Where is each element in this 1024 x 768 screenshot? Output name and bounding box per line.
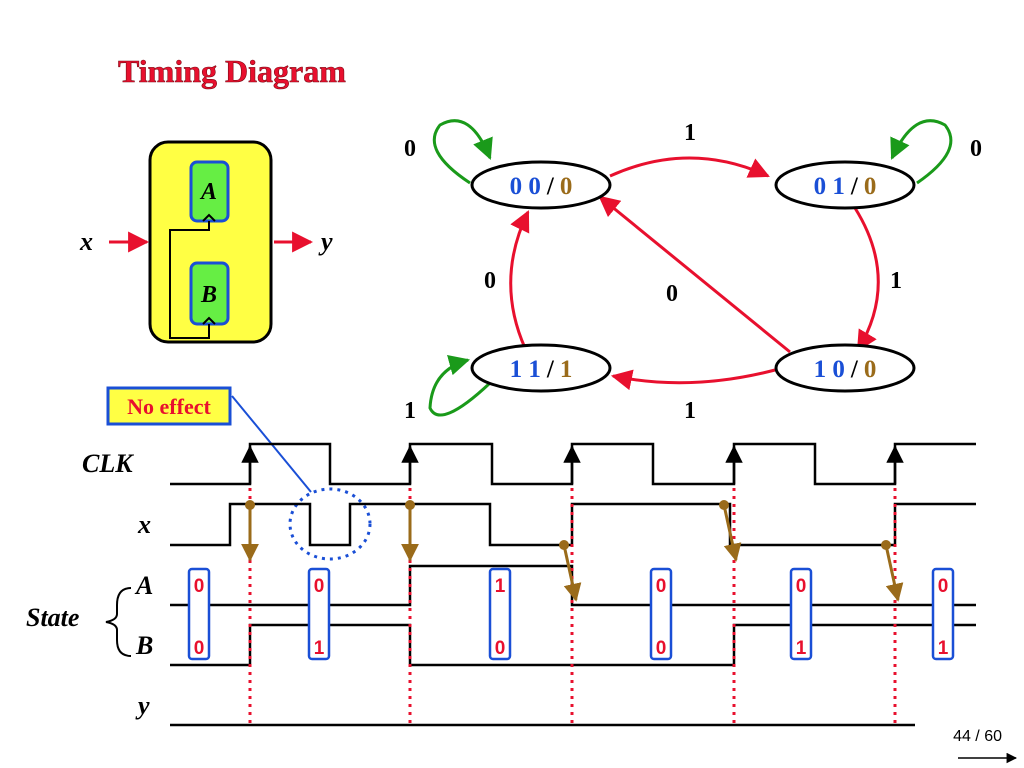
clock-triangle-a xyxy=(202,213,216,222)
page-title: Timing Diagram xyxy=(118,53,346,89)
svg-text:1 1/1: 1 1/1 xyxy=(510,356,573,383)
circuit-box xyxy=(148,140,273,344)
svg-text:0 0/0: 0 0/0 xyxy=(510,173,573,200)
sample-box-2 xyxy=(307,567,331,661)
sample-box-3 xyxy=(488,567,512,661)
sample-b-value-4: 0 xyxy=(656,638,667,659)
sample-box-6 xyxy=(931,567,955,661)
state-01-bits: 0 1 xyxy=(814,173,845,200)
transition-11-00 xyxy=(509,210,530,349)
transition-label-10-11: 1 xyxy=(684,398,696,424)
state-01: 0 1/0 xyxy=(774,160,916,210)
sample-box-1 xyxy=(187,567,211,661)
sample-a-value-4: 0 xyxy=(656,576,667,597)
sample-a-value-3: 1 xyxy=(495,576,506,597)
transition-label-01-01: 0 xyxy=(970,136,982,162)
callout-text: No effect xyxy=(127,394,211,419)
state-11-output: 1 xyxy=(560,356,573,383)
state-group-label: State xyxy=(26,603,79,632)
sample-b-value-3: 0 xyxy=(495,638,506,659)
transition-10-00 xyxy=(598,195,791,354)
clk-label: CLK xyxy=(82,449,134,478)
a-waveform xyxy=(170,564,976,607)
self-loop-11 xyxy=(428,354,492,417)
glitch-circle xyxy=(288,487,372,561)
a-signal-label: A xyxy=(134,571,153,600)
sample-box-5 xyxy=(789,567,813,661)
transition-label-00-01: 1 xyxy=(684,120,696,146)
sample-b-value-2: 1 xyxy=(314,638,325,659)
flipflop-a-label: A xyxy=(199,179,217,205)
transition-label-10-00: 0 xyxy=(666,281,678,307)
state-00-sep: / xyxy=(546,173,555,200)
state-00: 0 0/0 xyxy=(470,160,612,210)
state-diagram: 1 0 0 0 0 1 1 1 0 0/0 0 1/0 1 0/0 xyxy=(404,119,982,424)
sequential-circuit-block: A B x y xyxy=(79,140,333,344)
state-01-output: 0 xyxy=(864,173,877,200)
transition-00-01 xyxy=(609,156,770,178)
state-11-sep: / xyxy=(546,356,555,383)
svg-text:0 1/0: 0 1/0 xyxy=(814,173,877,200)
output-label: y xyxy=(318,227,333,256)
sample-box-4 xyxy=(649,567,673,661)
sampling-arrows xyxy=(241,500,904,602)
state-00-output: 0 xyxy=(560,173,573,200)
transition-label-11-00: 0 xyxy=(484,268,496,294)
transition-10-11 xyxy=(610,368,776,391)
x-waveform xyxy=(170,502,976,547)
flipflop-b-label: B xyxy=(200,282,217,308)
waveforms xyxy=(170,442,976,728)
transition-01-10 xyxy=(853,207,880,352)
self-loop-00 xyxy=(432,119,493,185)
sample-b-value-6: 1 xyxy=(938,638,949,659)
sample-b-value-1: 0 xyxy=(194,638,205,659)
b-signal-label: B xyxy=(135,631,153,660)
state-10-sep: / xyxy=(850,356,859,383)
sample-a-value-2: 0 xyxy=(314,576,325,597)
svg-text:1 0/0: 1 0/0 xyxy=(814,356,877,383)
state-10-bits: 1 0 xyxy=(814,356,845,383)
sample-a-value-6: 0 xyxy=(938,576,949,597)
transition-label-01-10: 1 xyxy=(890,268,902,294)
state-sample-boxes: 0 0 0 1 1 0 0 0 0 1 0 1 xyxy=(187,567,955,661)
state-01-sep: / xyxy=(850,173,859,200)
state-11: 1 1/1 xyxy=(470,343,612,393)
x-signal-label: x xyxy=(137,510,151,539)
state-10: 1 0/0 xyxy=(774,343,916,393)
sample-a-value-5: 0 xyxy=(796,576,807,597)
timing-labels: CLK x A B y State xyxy=(26,449,153,720)
sample-a-value-1: 0 xyxy=(194,576,205,597)
clock-wire xyxy=(169,221,210,339)
state-brace xyxy=(105,587,132,657)
y-signal-label: y xyxy=(135,691,150,720)
state-10-output: 0 xyxy=(864,356,877,383)
sample-b-value-5: 1 xyxy=(796,638,807,659)
clock-triangle-b xyxy=(202,316,216,325)
transition-label-11-11: 1 xyxy=(404,398,416,424)
state-11-bits: 1 1 xyxy=(510,356,541,383)
transition-label-00-00: 0 xyxy=(404,136,416,162)
state-00-bits: 0 0 xyxy=(510,173,541,200)
input-label: x xyxy=(79,227,93,256)
self-loop-01 xyxy=(890,119,953,185)
page-number: 44 / 60 xyxy=(953,728,1002,745)
